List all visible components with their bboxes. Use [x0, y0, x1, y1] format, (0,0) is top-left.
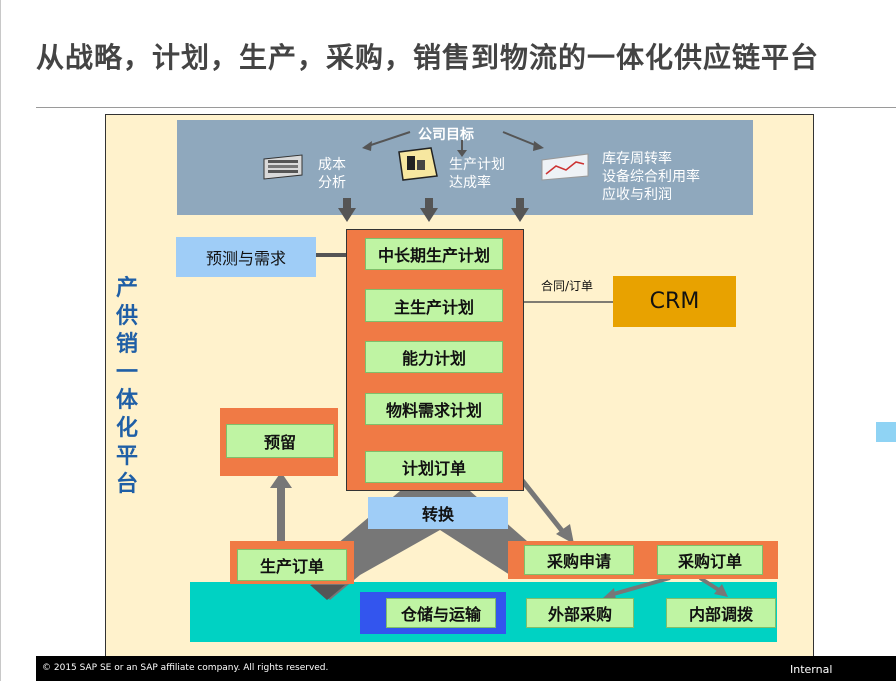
- reservation-box[interactable]: 预留: [226, 424, 334, 458]
- external-purchase-box[interactable]: 外部采购: [526, 598, 634, 628]
- capacity-plan-box[interactable]: 能力计划: [365, 341, 503, 373]
- long-term-plan-box[interactable]: 中长期生产计划: [365, 238, 503, 270]
- footer-bar: [36, 656, 896, 681]
- page-title: 从战略，计划，生产，采购，销售到物流的一体化供应链平台: [36, 41, 820, 74]
- mrp-box[interactable]: 物料需求计划: [365, 393, 503, 425]
- master-plan-box[interactable]: 主生产计划: [365, 289, 503, 322]
- forecast-demand-box[interactable]: 预测与需求: [176, 237, 316, 277]
- crm-box[interactable]: CRM: [613, 276, 736, 327]
- classification-label: Internal: [790, 663, 833, 676]
- left-border: [0, 0, 1, 681]
- company-goals-title: 公司目标: [418, 127, 474, 143]
- copyright-text: © 2015 SAP SE or an SAP affiliate compan…: [42, 663, 329, 673]
- planned-order-box[interactable]: 计划订单: [365, 451, 503, 483]
- warehouse-transport-box[interactable]: 仓储与运输: [386, 598, 496, 628]
- goal-kpis: 库存周转率 设备综合利用率 应收与利润: [602, 151, 700, 203]
- goal-production-plan-rate: 生产计划 达成率: [449, 157, 505, 191]
- production-order-box[interactable]: 生产订单: [237, 549, 347, 581]
- side-tab[interactable]: [876, 422, 896, 442]
- side-label: 产供销一体化平台: [115, 276, 138, 497]
- production-plan-icon: [395, 146, 441, 182]
- cost-analysis-icon: [262, 153, 304, 181]
- title-divider: [36, 107, 896, 108]
- trend-chart-icon: [540, 152, 590, 182]
- purchase-order-box[interactable]: 采购订单: [657, 545, 763, 575]
- purchase-request-box[interactable]: 采购申请: [524, 545, 634, 575]
- goal-cost-analysis: 成本 分析: [318, 157, 346, 191]
- contract-order-label: 合同/订单: [541, 279, 594, 293]
- internal-transfer-box[interactable]: 内部调拨: [666, 598, 776, 628]
- convert-box[interactable]: 转换: [368, 497, 508, 529]
